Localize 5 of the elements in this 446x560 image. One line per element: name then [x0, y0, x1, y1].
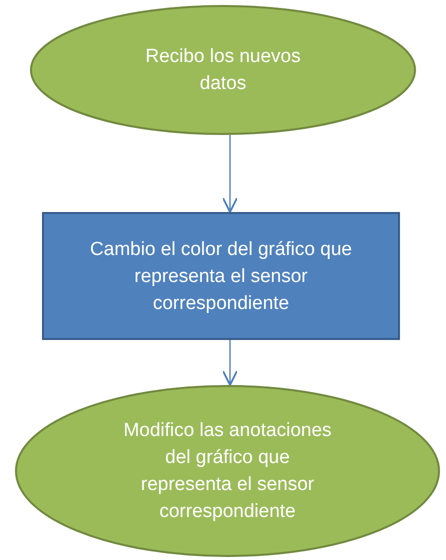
node-text: Recibo los nuevos datos [144, 45, 302, 96]
arrow [222, 135, 238, 213]
node-text: Cambio el color del gráfico que representa el sensor correspondiente [89, 238, 353, 316]
arrow [222, 340, 238, 386]
node-text: Modifico las anotaciones del gráfico que representa el sensor correspondiente [122, 419, 333, 524]
